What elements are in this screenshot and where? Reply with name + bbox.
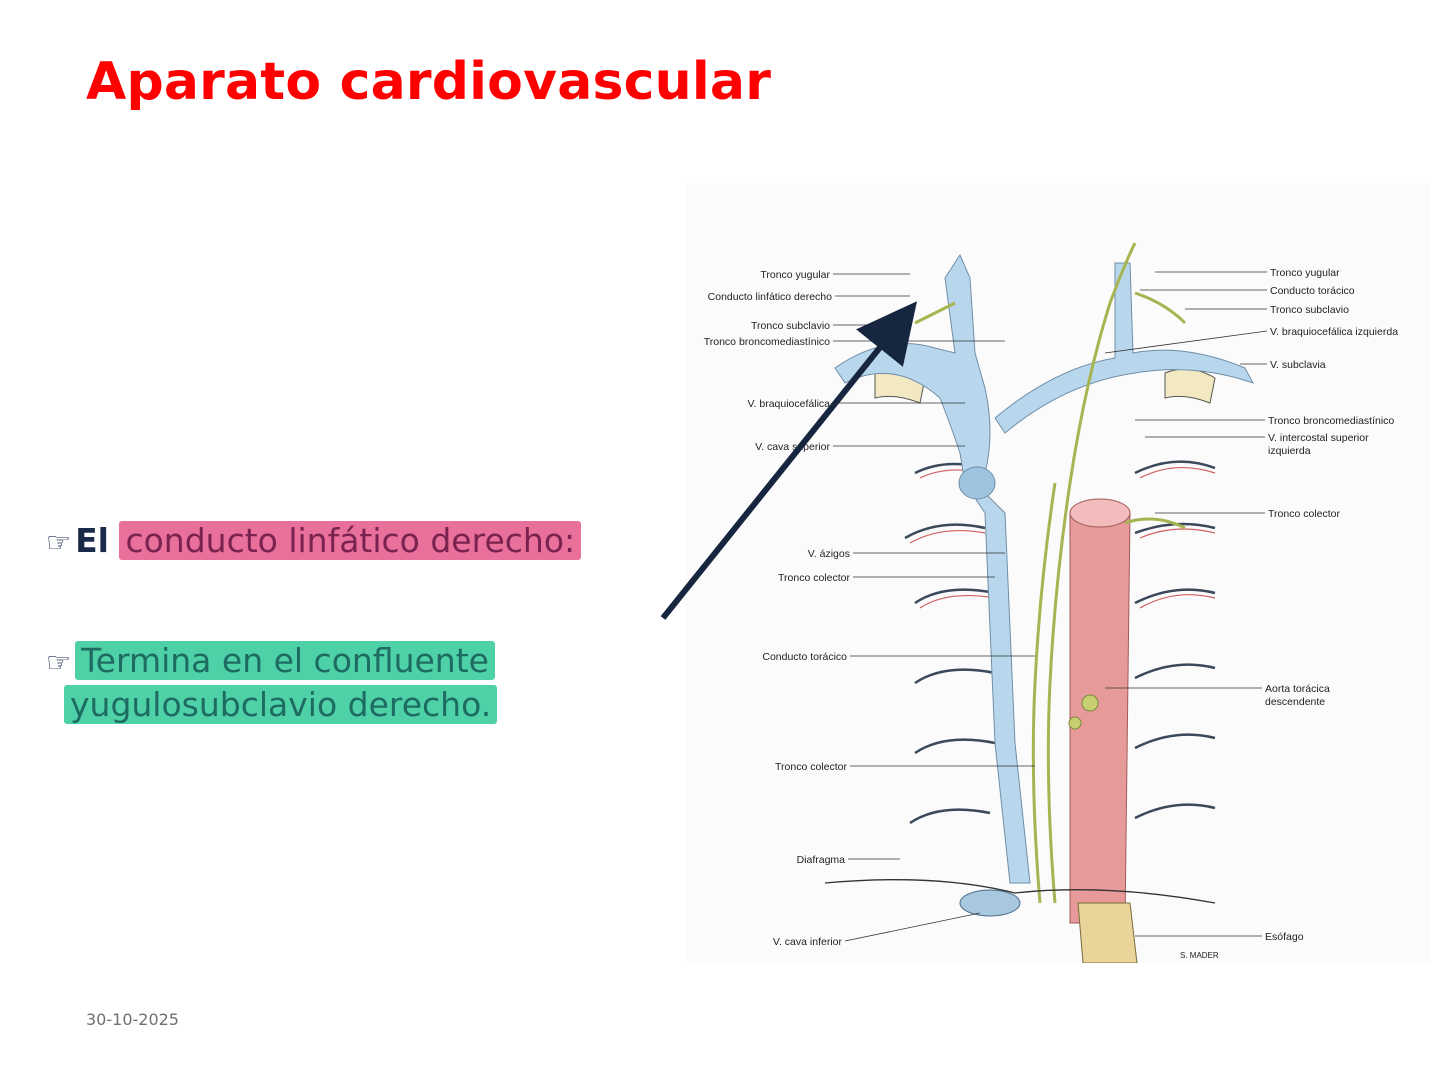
highlight-conducto-linfatico: conducto linfático derecho: (119, 521, 582, 560)
aorta (1069, 505, 1131, 924)
label-left-9: Tronco colector (775, 761, 847, 773)
label-left-0: Tronco yugular (760, 269, 830, 281)
bullet-conducto-linfatico: ☞El conducto linfático derecho: (46, 520, 582, 564)
bullet-termina-confluente: ☞Termina en el confluente yugulosubclavi… (46, 640, 566, 726)
bullet-lead-word: El (75, 521, 109, 560)
highlight-line-1: Termina en el confluente (75, 641, 495, 680)
pointing-hand-icon: ☞ (46, 526, 72, 559)
label-right-2: Tronco subclavio (1270, 304, 1349, 316)
thoracic-duct (914, 242, 1187, 904)
slide-title: Aparato cardiovascular (86, 52, 772, 112)
label-right-11: Esófago (1265, 931, 1304, 943)
label-left-3: Tronco broncomediastínico (704, 336, 830, 348)
label-right-4: V. subclavia (1270, 359, 1326, 371)
right-clavicle (1164, 368, 1216, 404)
veins (834, 253, 1255, 884)
anatomy-illustration: Tronco yugular Conducto linfático derech… (704, 242, 1398, 964)
slide-date: 30-10-2025 (86, 1010, 179, 1029)
label-left-8: Conducto torácico (762, 651, 847, 663)
label-left-1: Conducto linfático derecho (708, 291, 832, 303)
label-left-5: V. cava superior (755, 441, 830, 453)
label-left-10: Diafragma (797, 854, 846, 866)
label-right-10: descendente (1265, 696, 1325, 708)
label-right-0: Tronco yugular (1270, 267, 1340, 279)
highlight-text: conducto linfático derecho (125, 521, 565, 560)
anatomy-figure: Tronco yugular Conducto linfático derech… (685, 183, 1430, 964)
ribs (904, 460, 1216, 825)
label-left-4: V. braquiocefálica (747, 398, 830, 410)
label-left-2: Tronco subclavio (751, 320, 830, 332)
label-left-11: V. cava inferior (773, 936, 843, 948)
label-left-7: Tronco colector (778, 572, 850, 584)
pointing-hand-icon: ☞ (46, 646, 72, 679)
label-right-5: Tronco broncomediastínico (1268, 415, 1394, 427)
label-right-3: V. braquiocefálica izquierda (1270, 326, 1398, 338)
highlight-line-2: yugulosubclavio derecho. (64, 685, 498, 724)
label-right-6: V. intercostal superior (1268, 432, 1369, 444)
illustrator-signature: S. MADER (1180, 951, 1219, 960)
label-right-1: Conducto torácico (1270, 285, 1355, 297)
colon: : (564, 521, 576, 560)
label-left-6: V. ázigos (808, 548, 850, 560)
label-right-7: izquierda (1268, 445, 1311, 457)
label-right-9: Aorta torácica (1265, 683, 1330, 695)
label-right-8: Tronco colector (1268, 508, 1340, 520)
